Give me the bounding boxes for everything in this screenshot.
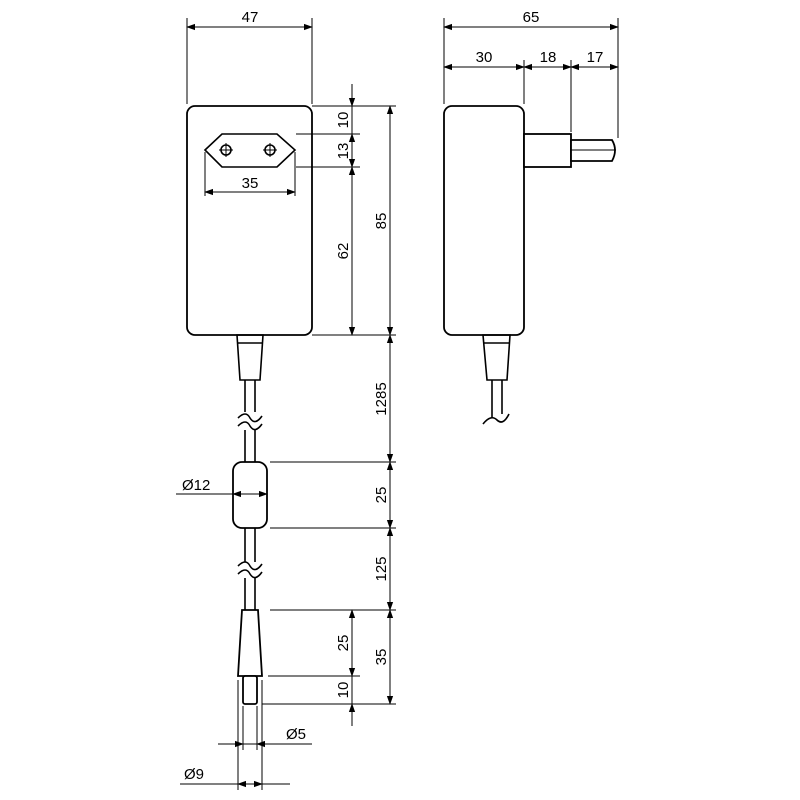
front-view <box>186 105 313 705</box>
dim-pin-height: 13 <box>335 143 352 160</box>
ferrite-core <box>232 461 268 529</box>
dim-tip-diameter: Ø5 <box>286 726 306 743</box>
dim-side-pin-length: 17 <box>587 49 604 66</box>
dim-ferrite-diameter: Ø12 <box>182 477 210 494</box>
side-dimensions: 65 30 18 17 <box>443 9 619 138</box>
dim-side-body-depth: 30 <box>476 49 493 66</box>
dim-front-width: 47 <box>242 9 259 26</box>
plug-base-side <box>523 133 572 168</box>
dim-cable-length: 1285 <box>373 382 390 415</box>
dim-cable-length-2: 125 <box>373 556 390 581</box>
strain-relief-side <box>482 334 511 381</box>
dim-plug-length: 35 <box>373 649 390 666</box>
dim-pin-spacing: 35 <box>242 175 259 192</box>
strain-relief-front <box>236 334 264 381</box>
adapter-body-front <box>186 105 313 336</box>
dim-lower-height: 62 <box>335 243 352 260</box>
dc-plug-tip <box>242 675 258 705</box>
cable-break-1 <box>237 413 263 423</box>
dc-plug-grip <box>237 609 263 677</box>
adapter-body-side <box>443 105 525 336</box>
cable-break-side <box>482 413 510 425</box>
dim-side-total-depth: 65 <box>523 9 540 26</box>
dim-body-height: 85 <box>373 213 390 230</box>
cable-break-2 <box>237 561 263 571</box>
dim-ferrite-length: 25 <box>373 487 390 504</box>
front-dimensions: 47 10 13 62 35 85 1285 25 Ø12 <box>176 9 396 790</box>
dim-plug-diameter: Ø9 <box>184 766 204 783</box>
side-view <box>443 105 616 425</box>
euro-plug-outline <box>203 133 297 168</box>
dim-plug-tip-length: 10 <box>335 682 352 699</box>
dim-side-plug-base: 18 <box>540 49 557 66</box>
dim-top-margin: 10 <box>335 112 352 129</box>
dim-plug-grip-length: 25 <box>335 635 352 652</box>
